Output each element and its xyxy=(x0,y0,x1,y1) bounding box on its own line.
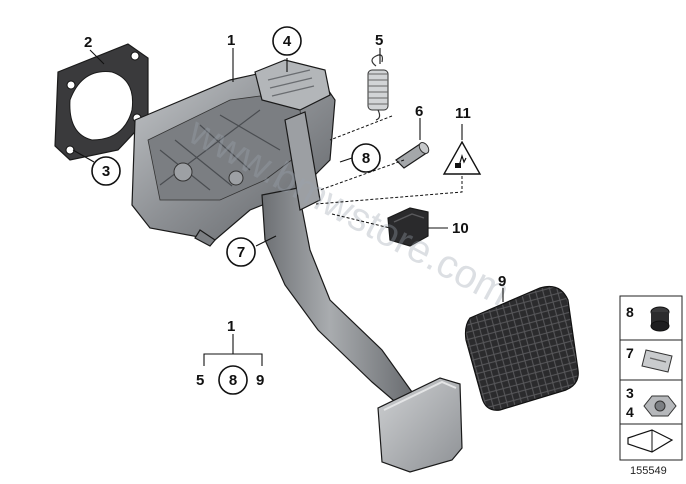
clip-icon xyxy=(641,349,673,373)
pedal-foot-part xyxy=(377,377,463,473)
pin-part xyxy=(395,142,430,169)
rubber-pad-part xyxy=(464,285,579,411)
warning-triangle-icon xyxy=(442,140,482,175)
bushing-icon xyxy=(650,306,670,332)
kit-right-label: 9 xyxy=(256,372,264,389)
diagram-reference-number: 155549 xyxy=(630,465,667,477)
label-warning: 11 xyxy=(455,105,471,122)
arrow-icon xyxy=(627,429,674,453)
legend-row3b-label: 4 xyxy=(626,404,634,420)
legend-row3a-label: 3 xyxy=(626,385,634,401)
callout-gasket-screw-ring xyxy=(91,156,121,186)
callouts: 1 2 3 4 5 6 11 8 10 7 9 xyxy=(84,26,506,290)
legend-row2-label: 7 xyxy=(626,345,634,361)
kit-middle-label: 8 xyxy=(229,372,237,389)
label-gasket-screw: 3 xyxy=(102,163,110,180)
label-pedal-assembly: 1 xyxy=(227,32,235,49)
switch-part xyxy=(387,207,429,247)
legend-row1-label: 8 xyxy=(626,304,634,320)
label-bushing: 8 xyxy=(362,150,370,167)
return-spring-part xyxy=(367,54,389,121)
pedal-bracket-part xyxy=(131,59,336,247)
label-pin: 6 xyxy=(415,103,423,120)
kit-left-label: 5 xyxy=(196,372,204,389)
label-pedal-pad: 9 xyxy=(498,273,506,290)
kit-middle-ring xyxy=(218,365,248,395)
leader-lines xyxy=(72,48,504,366)
label-bracket-nut: 4 xyxy=(283,33,292,50)
label-gasket: 2 xyxy=(84,34,92,51)
callout-bracket-nut-ring xyxy=(272,26,302,56)
hex-nut-icon xyxy=(643,395,677,417)
kit-group: 1 5 8 9 xyxy=(196,318,264,395)
label-clip: 7 xyxy=(237,244,245,261)
label-switch: 10 xyxy=(452,220,469,237)
callout-clip-ring xyxy=(226,237,256,267)
legend-panel: 8 7 3 4 155549 xyxy=(619,295,683,477)
kit-top-label: 1 xyxy=(227,318,235,335)
label-return-spring: 5 xyxy=(375,32,383,49)
callout-bushing-ring xyxy=(351,143,381,173)
